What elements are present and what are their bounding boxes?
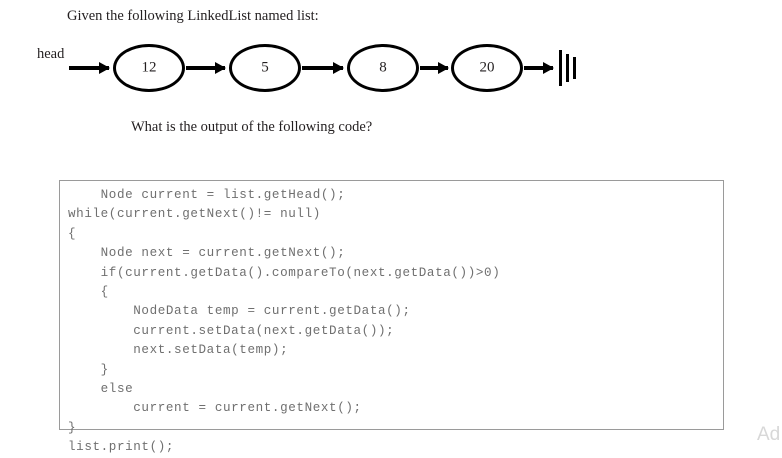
- code-block: Node current = list.getHead(); while(cur…: [59, 180, 724, 454]
- list-node-2: 8: [347, 44, 419, 92]
- list-node-0: 12: [113, 44, 185, 92]
- list-node-1-value: 5: [261, 59, 269, 76]
- list-node-0-value: 12: [141, 59, 157, 76]
- arrow-node-3-to-terminator: [524, 66, 553, 70]
- head-pointer-label: head: [37, 46, 65, 62]
- arrow-node-2-to-node-3: [420, 66, 448, 70]
- question-text: What is the output of the following code…: [131, 119, 373, 135]
- code-listing: Node current = list.getHead(); while(cur…: [68, 188, 501, 455]
- intro-text: Given the following LinkedList named lis…: [67, 8, 319, 24]
- watermark: Ad: [757, 424, 781, 445]
- arrow-node-0-to-node-1: [186, 66, 225, 70]
- list-node-1: 5: [229, 44, 301, 92]
- arrow-node-1-to-node-2: [302, 66, 343, 70]
- list-node-2-value: 8: [379, 59, 387, 76]
- arrow-head-to-node-0: [69, 66, 109, 70]
- list-node-3: 20: [451, 44, 523, 92]
- linked-list-diagram: head 12 5 8 20: [0, 32, 782, 112]
- ground-terminator-icon: [559, 50, 579, 86]
- list-node-3-value: 20: [479, 59, 495, 76]
